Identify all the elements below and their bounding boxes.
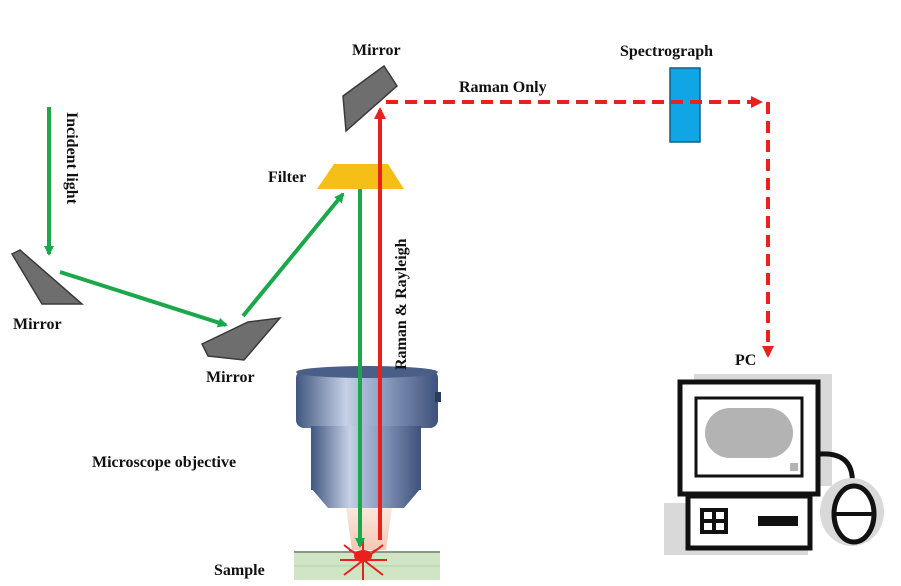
- raman-rayleigh-label: Raman & Rayleigh: [393, 238, 410, 370]
- incident-light-label: Incident light: [63, 112, 80, 205]
- incident-beam: [44, 107, 365, 548]
- spectrograph-icon: [669, 67, 701, 143]
- spectrograph-label: Spectrograph: [620, 43, 713, 60]
- mirror-icon: [10, 249, 85, 305]
- microscope-objective-icon: [296, 366, 441, 550]
- raman-only-label: Raman Only: [459, 79, 547, 96]
- microscope-objective-label: Microscope objective: [92, 454, 236, 471]
- filter-label: Filter: [268, 169, 306, 186]
- filter-icon: [317, 164, 404, 189]
- raman-beam: [374, 96, 774, 540]
- mirror-icon: [342, 64, 398, 133]
- mirror-left-label: Mirror: [13, 316, 62, 333]
- mirror-mid-label: Mirror: [206, 369, 255, 386]
- mouse-icon: [820, 478, 884, 546]
- laser-spot: [340, 540, 387, 580]
- mirror-top-label: Mirror: [352, 42, 401, 59]
- pc-icon: [664, 374, 855, 555]
- pc-label: PC: [735, 352, 756, 369]
- mirror-icon: [200, 317, 282, 361]
- sample-label: Sample: [214, 562, 265, 579]
